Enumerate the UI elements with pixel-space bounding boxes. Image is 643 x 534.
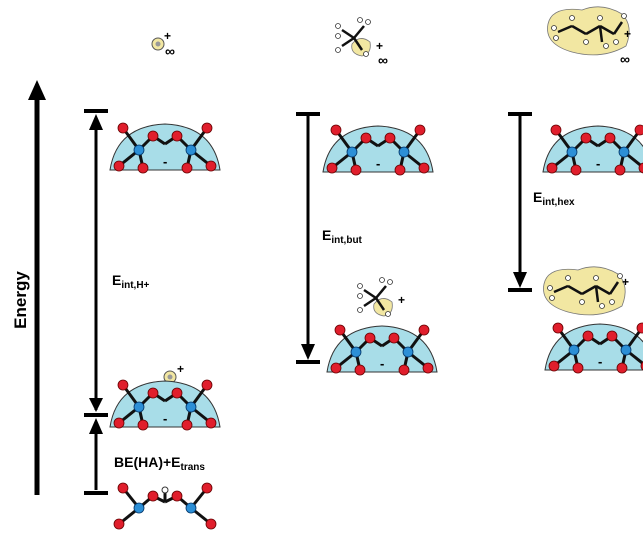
proton-cation-bound: + bbox=[163, 362, 184, 384]
energy-axis-arrowhead bbox=[28, 80, 46, 100]
neutral-acid-molecule bbox=[113, 482, 217, 530]
anion-charge: - bbox=[163, 154, 167, 169]
e-int-but-label: Eint,but bbox=[322, 227, 363, 246]
infinity-symbol: ∞ bbox=[165, 43, 175, 59]
column-h-plus: + ∞ Eint,H+ BE(HA)+Etrans bbox=[84, 29, 221, 530]
anion-cluster-hex-bottom: - bbox=[544, 322, 643, 374]
anion-cluster-but-bottom: - bbox=[326, 324, 438, 376]
cation-charge: + bbox=[398, 293, 405, 307]
cation-charge: + bbox=[376, 39, 383, 53]
e-int-hex-label: Eint,hex bbox=[533, 189, 575, 208]
anion-charge: - bbox=[376, 156, 380, 171]
anion-charge: - bbox=[163, 411, 167, 426]
column-hexyl: + ∞ Eint,hex - bbox=[508, 6, 643, 374]
cation-charge: + bbox=[177, 362, 184, 376]
anion-cluster-hex-top: - bbox=[542, 124, 643, 176]
anion-charge: - bbox=[380, 356, 384, 371]
cation-charge: + bbox=[624, 27, 631, 41]
cation-charge: + bbox=[622, 275, 629, 289]
energy-axis-label: Energy bbox=[11, 271, 30, 329]
hexyl-cation-infinity: + ∞ bbox=[547, 6, 631, 67]
infinity-symbol: ∞ bbox=[620, 51, 630, 67]
cation-charge: + bbox=[164, 29, 171, 43]
proton-cation: + ∞ bbox=[151, 29, 175, 59]
infinity-symbol: ∞ bbox=[378, 52, 388, 68]
e-int-h-label: Eint,H+ bbox=[112, 272, 150, 291]
butyl-cation-bound: + bbox=[357, 277, 405, 317]
anion-cluster-but-top: - bbox=[322, 124, 434, 176]
anion-charge: - bbox=[596, 156, 600, 171]
hexyl-cation-bound: + bbox=[543, 266, 629, 316]
anion-cluster-h-middle: - bbox=[109, 379, 221, 431]
anion-cluster-h-top: - bbox=[109, 122, 221, 174]
column-butyl: + ∞ Eint,but - bbox=[296, 17, 438, 376]
be-ha-label: BE(HA)+Etrans bbox=[114, 454, 205, 473]
anion-charge: - bbox=[598, 354, 602, 369]
butyl-cation-infinity: + ∞ bbox=[335, 17, 388, 68]
